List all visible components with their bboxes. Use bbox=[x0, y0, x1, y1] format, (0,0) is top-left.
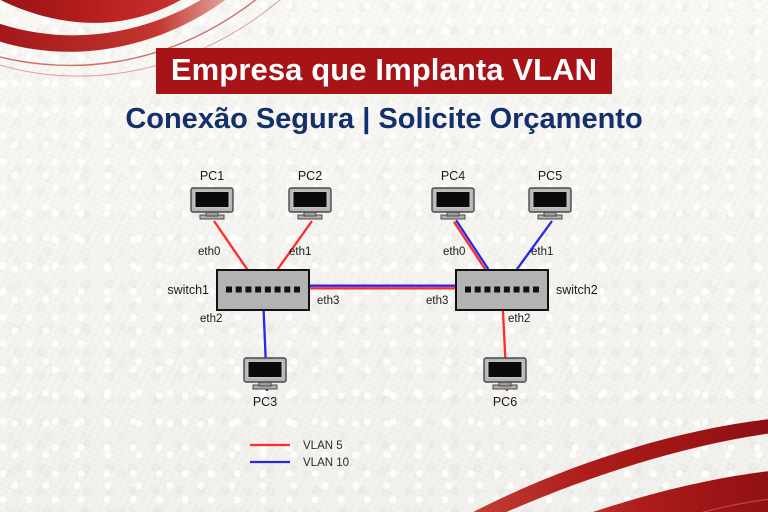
legend-label-legend-vlan5: VLAN 5 bbox=[303, 440, 343, 452]
monitor-screen-icon bbox=[488, 362, 522, 377]
switch-port-dot-icon bbox=[503, 286, 510, 293]
link-switch1-switch2 bbox=[309, 284, 456, 290]
switch-port-dot-icon bbox=[245, 286, 252, 293]
switch-port-dot-icon bbox=[523, 286, 530, 293]
port-label-s2-eth1: eth1 bbox=[531, 246, 553, 258]
pc-node-pc6[interactable]: PC6 bbox=[483, 357, 527, 409]
switch-port-dot-icon bbox=[235, 286, 242, 293]
switch-body-icon bbox=[216, 269, 310, 311]
pc-label-pc2: PC2 bbox=[298, 169, 322, 183]
switch-port-dot-icon bbox=[226, 286, 232, 293]
monitor-screen-icon bbox=[436, 192, 470, 207]
pc-label-pc4: PC4 bbox=[441, 169, 465, 183]
switch-port-dot-icon bbox=[533, 286, 539, 293]
port-label-s2-eth0: eth0 bbox=[443, 246, 465, 258]
legend-vlan5: VLAN 5 bbox=[250, 440, 343, 452]
legend-label-legend-vlan10: VLAN 10 bbox=[303, 457, 349, 469]
pc-label-pc6: PC6 bbox=[493, 395, 517, 409]
monitor-screen-icon bbox=[195, 192, 229, 207]
port-labels: eth0 eth1 eth2 eth3 eth0 eth1 eth2 eth3 bbox=[198, 246, 553, 325]
port-label-s2-eth3: eth3 bbox=[426, 295, 448, 307]
switch-port-dot-icon bbox=[513, 286, 520, 293]
switch-port-dot-icon bbox=[255, 286, 262, 293]
switch-label-switch2: switch2 bbox=[556, 283, 598, 297]
link-pc5-switch2 bbox=[515, 220, 553, 271]
monitor-screen-icon bbox=[533, 192, 567, 207]
network-links bbox=[213, 219, 553, 392]
link-pc1-switch1 bbox=[213, 220, 249, 271]
switch-node-switch2[interactable]: switch2 bbox=[455, 269, 598, 311]
pc-label-pc5: PC5 bbox=[538, 169, 562, 183]
switch-label-switch1: switch1 bbox=[167, 283, 209, 297]
port-label-s2-eth2: eth2 bbox=[508, 313, 530, 325]
header: Empresa que Implanta VLAN Conexão Segura… bbox=[0, 48, 768, 134]
link-segment-vlan10 bbox=[515, 220, 553, 271]
legend: VLAN 5 VLAN 10 bbox=[250, 440, 349, 469]
switch-port-dot-icon bbox=[474, 286, 481, 293]
port-label-s1-eth0: eth0 bbox=[198, 246, 220, 258]
page-title: Empresa que Implanta VLAN bbox=[155, 48, 613, 94]
link-segment-vlan5 bbox=[452, 221, 488, 272]
monitor-screen-icon bbox=[248, 362, 282, 377]
port-label-s1-eth3: eth3 bbox=[317, 295, 339, 307]
switch-body-icon bbox=[455, 269, 549, 311]
switch-port-dot-icon bbox=[465, 286, 471, 293]
switch-port-dot-icon bbox=[494, 286, 501, 293]
switch-port-dot-icon bbox=[484, 286, 491, 293]
switch-node-switch1[interactable]: switch1 bbox=[167, 269, 310, 311]
pc-node-pc4[interactable]: PC4 bbox=[431, 169, 475, 220]
monitor-screen-icon bbox=[293, 192, 327, 207]
link-pc2-switch1 bbox=[276, 220, 313, 271]
switch-port-dot-icon bbox=[294, 286, 300, 293]
legend-vlan10: VLAN 10 bbox=[250, 457, 349, 469]
pc-label-pc1: PC1 bbox=[200, 169, 224, 183]
link-pc4-switch2 bbox=[452, 219, 490, 272]
switch-port-dot-icon bbox=[284, 286, 291, 293]
link-segment-vlan10 bbox=[455, 219, 490, 270]
port-label-s1-eth2: eth2 bbox=[200, 313, 222, 325]
port-label-s1-eth1: eth1 bbox=[289, 246, 311, 258]
pc-node-pc2[interactable]: PC2 bbox=[288, 169, 332, 220]
pc-label-pc3: PC3 bbox=[253, 395, 277, 409]
switch-port-dot-icon bbox=[264, 286, 271, 293]
switch-port-dot-icon bbox=[274, 286, 281, 293]
pc-node-pc5[interactable]: PC5 bbox=[528, 169, 572, 220]
link-segment-vlan5 bbox=[276, 220, 313, 271]
pc-node-pc3[interactable]: PC3 bbox=[243, 357, 287, 409]
pc-node-pc1[interactable]: PC1 bbox=[190, 169, 234, 220]
page-subtitle: Conexão Segura | Solicite Orçamento bbox=[125, 103, 643, 135]
link-segment-vlan5 bbox=[213, 220, 249, 271]
